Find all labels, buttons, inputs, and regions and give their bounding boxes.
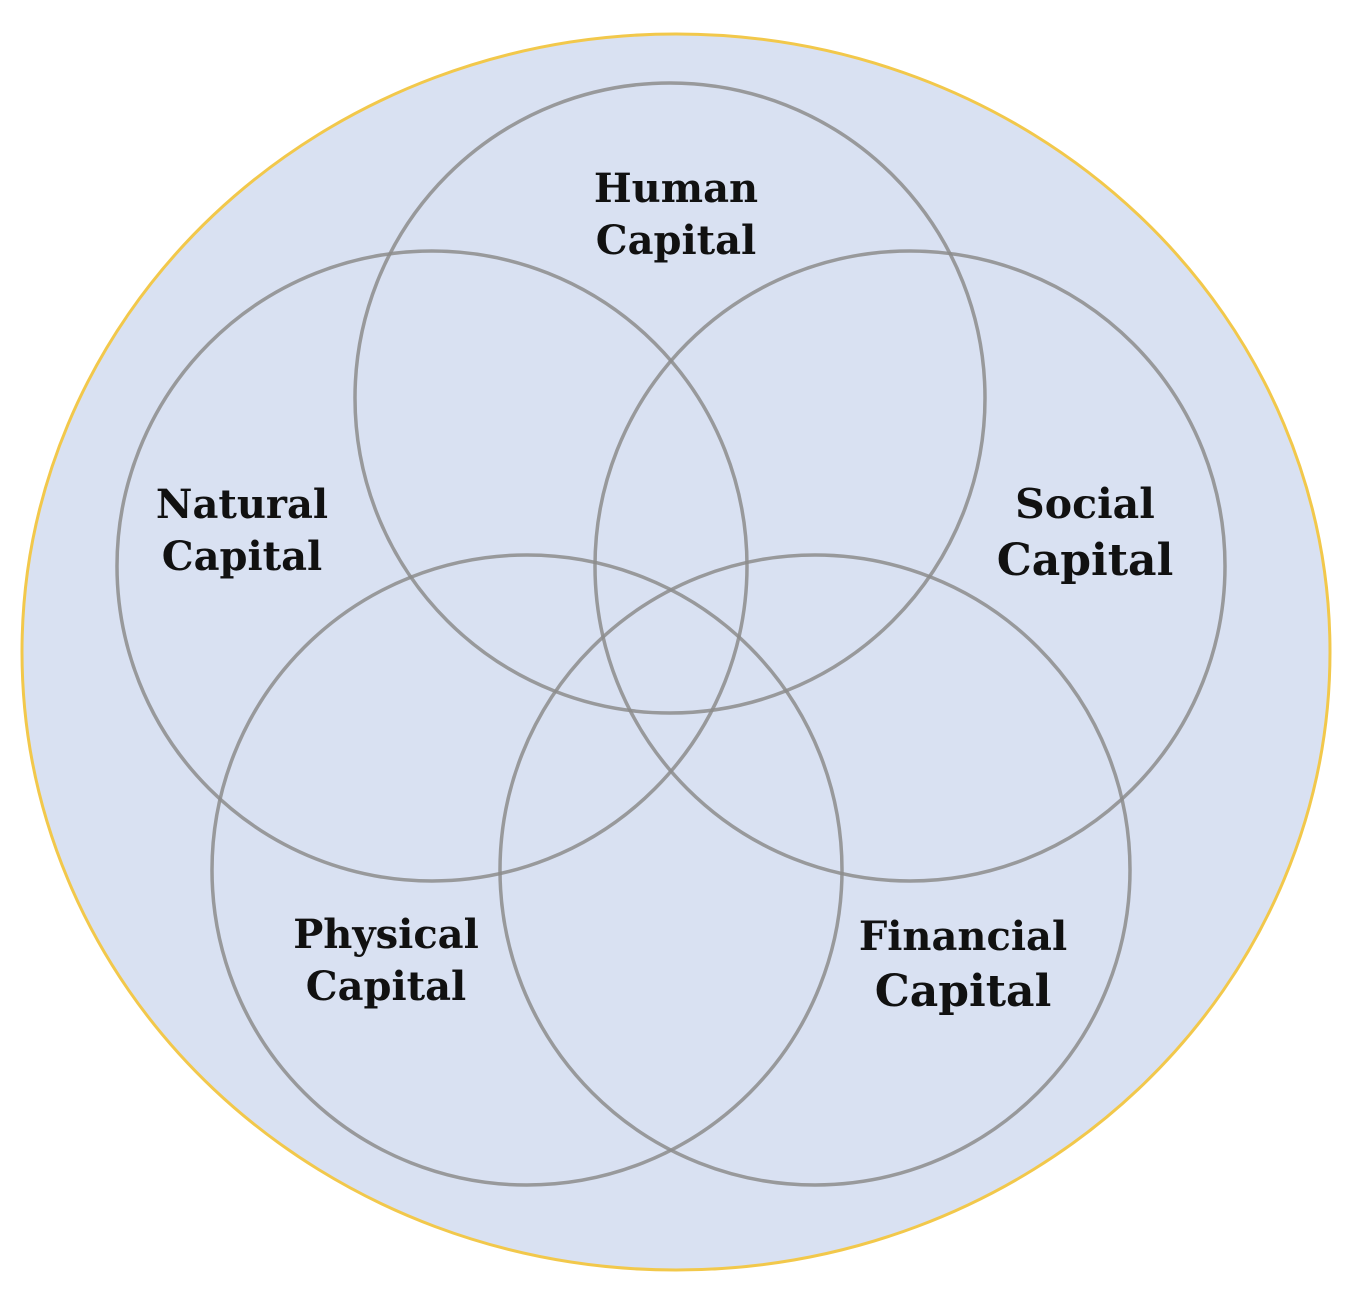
circle-natural-capital — [115, 249, 749, 883]
outer-circle — [20, 32, 1332, 1272]
circle-physical-capital — [210, 553, 844, 1187]
label-financial-line-2: Capital — [875, 966, 1052, 1017]
label-physical-line-1: Physical — [293, 911, 479, 958]
label-financial-capital: Financial Capital — [859, 913, 1067, 1017]
circle-social-capital — [593, 249, 1227, 883]
label-natural-line-2: Capital — [162, 533, 323, 580]
label-social-line-1: Social — [1015, 480, 1155, 528]
circle-human-capital — [353, 81, 987, 715]
circle-financial-capital — [498, 553, 1132, 1187]
label-financial-line-1: Financial — [859, 913, 1067, 960]
label-physical-capital: Physical Capital — [293, 911, 479, 1010]
label-human-line-1: Human — [594, 165, 758, 212]
label-social-capital: Social Capital — [997, 480, 1174, 586]
label-physical-line-2: Capital — [306, 963, 467, 1010]
label-human-line-2: Capital — [596, 217, 757, 264]
labels: Human Capital Natural Capital Social Cap… — [156, 165, 1173, 1017]
label-social-line-2: Capital — [997, 535, 1174, 586]
label-natural-capital: Natural Capital — [156, 481, 328, 580]
label-human-capital: Human Capital — [594, 165, 758, 264]
label-natural-line-1: Natural — [156, 481, 328, 528]
overlapping-circles — [115, 81, 1227, 1187]
